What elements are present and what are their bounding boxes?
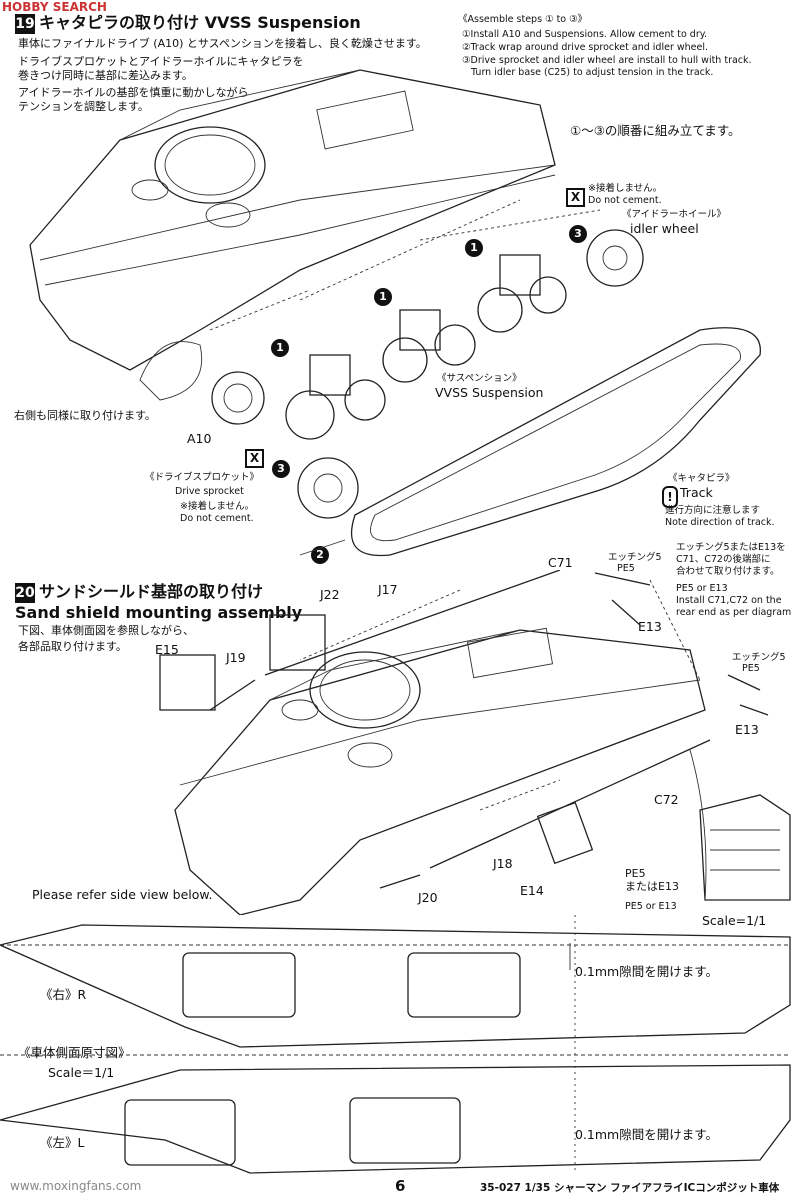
part-c71: C71 — [548, 555, 573, 570]
step-marker-2: 2 — [311, 543, 329, 564]
part-j19: J19 — [226, 650, 246, 665]
track-note-en: Note direction of track. — [665, 517, 775, 528]
part-c72: C72 — [654, 792, 679, 807]
part-e15: E15 — [155, 642, 179, 657]
step19-illustration — [29, 69, 761, 557]
side-left-label: 《左》L — [40, 1135, 85, 1150]
assemble-line-1: ①Install A10 and Suspensions. Allow ceme… — [462, 29, 708, 40]
step19-jp-line-4: アイドラーホイルの基部を慎重に動かしながら — [18, 86, 249, 99]
pe5-or-e13-jp: PE5 またはE13 — [625, 867, 679, 893]
step-marker-3a: 3 — [272, 457, 290, 478]
side-gap-note-1: 0.1mm隙間を開けます。 — [575, 964, 718, 979]
sprocket-no-cement-en: Do not cement. — [180, 513, 254, 524]
idler-label-en: idler wheel — [630, 221, 699, 236]
etching-note-jp-2: C71、C72の後端部に — [676, 554, 771, 565]
no-cement-icon: X — [566, 186, 585, 207]
sprocket-no-cement-jp: ※接着しません。 — [180, 501, 255, 512]
step20-title-jp: サンドシールド基部の取り付け — [39, 582, 264, 601]
step19-jp-line-3: 巻きつけ同時に基部に差込みます。 — [18, 69, 193, 82]
side-scale-top: Scale=1/1 — [702, 913, 767, 928]
right-side-note: 右側も同様に取り付けます。 — [14, 409, 156, 422]
track-label-jp: 《キャタピラ》 — [668, 473, 735, 484]
etching-note-en-3: rear end as per diagram. — [676, 607, 792, 618]
side-view-drawing — [0, 915, 791, 1174]
etching-label-b: エッチング5 — [732, 652, 786, 663]
idler-no-cement-jp: ※接着しません。 — [588, 183, 663, 194]
part-pe5-a: PE5 — [617, 563, 635, 574]
step19-jp-line-1: 車体にファイナルドライブ (A10) とサスペンションを接着し、良く乾燥させます… — [18, 37, 427, 50]
step-marker-1a: 1 — [271, 336, 289, 357]
step19-jp-line-2: ドライブスプロケットとアイドラーホイルにキャタピラを — [18, 55, 304, 68]
assemble-line-2: ②Track wrap around drive sprocket and id… — [462, 42, 709, 53]
step20-number: 20 — [15, 583, 35, 603]
assemble-line-3: ③Drive sprocket and idler wheel are inst… — [462, 55, 752, 66]
assemble-title: 《Assemble steps ① to ③》 — [458, 14, 588, 25]
etching-note-en-2: Install C71,C72 on the — [676, 595, 782, 606]
step20-jp-line-2: 各部品取り付けます。 — [18, 640, 127, 653]
step20-title-en: Sand shield mounting assembly — [15, 603, 303, 622]
part-j17: J17 — [378, 582, 398, 597]
suspension-label-jp: 《サスペンション》 — [437, 373, 522, 384]
warning-icon: ! — [662, 486, 678, 508]
assemble-line-4: Turn idler base (C25) to adjust tension … — [462, 67, 714, 78]
order-note: ①～③の順番に組み立てます。 — [570, 123, 741, 138]
part-e14: E14 — [520, 883, 544, 898]
part-e13-a: E13 — [638, 619, 662, 634]
step20-jp-line-1: 下図、車体側面図を参照しながら、 — [18, 624, 194, 637]
suspension-label-en: VVSS Suspension — [435, 385, 544, 400]
idler-label-jp: 《アイドラーホイール》 — [622, 209, 727, 220]
side-gap-note-2: 0.1mm隙間を開けます。 — [575, 1127, 718, 1142]
step19-title: キャタピラの取り付け VVSS Suspension — [39, 13, 361, 32]
etching-note-jp-3: 合わせて取り付けます。 — [676, 566, 780, 577]
part-j22: J22 — [320, 587, 340, 602]
step19-jp-line-5: テンションを調整します。 — [18, 100, 149, 113]
etching-label-a: エッチング5 — [608, 552, 662, 563]
sprocket-label-jp: 《ドライブスプロケット》 — [145, 472, 260, 483]
side-right-label: 《右》R — [40, 987, 87, 1002]
step-marker-1c: 1 — [465, 236, 483, 257]
track-note-jp: 進行方向に注意します — [665, 505, 761, 516]
sprocket-no-cement-icon: X — [245, 447, 264, 468]
part-j20: J20 — [418, 890, 438, 905]
part-e13-b: E13 — [735, 722, 759, 737]
etching-note-en-1: PE5 or E13 — [676, 583, 728, 594]
refer-note: Please refer side view below. — [32, 887, 213, 902]
part-pe5-b: PE5 — [742, 663, 760, 674]
part-j18: J18 — [493, 856, 513, 871]
pe5-or-e13-en: PE5 or E13 — [625, 901, 677, 912]
step-marker-3b: 3 — [569, 222, 587, 243]
track-label-en: Track — [680, 485, 713, 500]
side-view-title: 《車体側面原寸図》 — [18, 1045, 131, 1060]
side-view-scale: Scale＝1/1 — [48, 1065, 115, 1080]
watermark-top: HOBBY SEARCH — [2, 0, 107, 14]
watermark-bottom: www.moxingfans.com — [10, 1179, 142, 1193]
page-number: 6 — [395, 1177, 406, 1195]
etching-note-jp-1: エッチング5またはE13を — [676, 542, 786, 553]
idler-no-cement-en: Do not cement. — [588, 195, 662, 206]
step20-illustration — [159, 570, 791, 915]
part-a10: A10 — [187, 431, 212, 446]
product-label: 35-027 1/35 シャーマン ファイアフライICコンポジット車体 — [480, 1182, 780, 1194]
step-marker-1b: 1 — [374, 285, 392, 306]
step19-number: 19 — [15, 14, 35, 34]
sprocket-label-en: Drive sprocket — [175, 486, 244, 497]
